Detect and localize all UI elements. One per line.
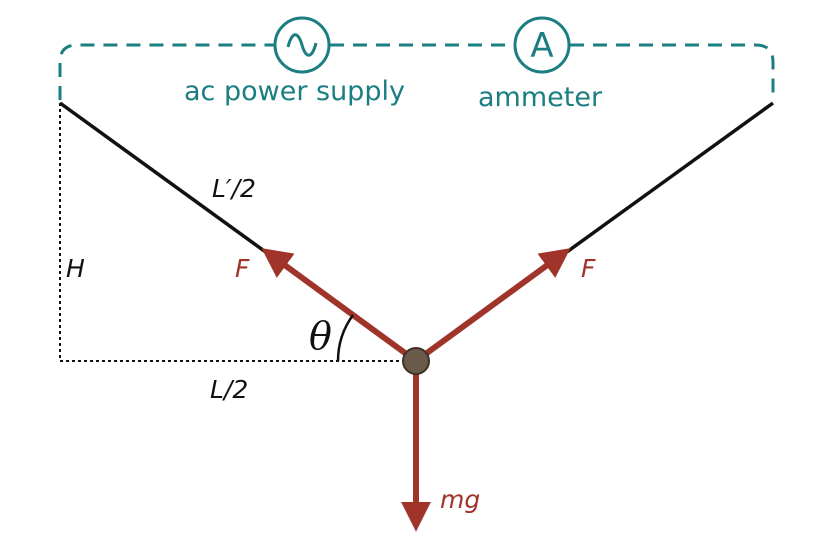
half-separation-label: L/2 xyxy=(210,375,248,404)
force-left-label: F xyxy=(235,254,250,283)
ac-power-supply-label: ac power supply xyxy=(184,76,405,107)
ammeter-symbol: A xyxy=(530,26,553,66)
circuit-dashed-line xyxy=(58,43,775,100)
ac-source-icon xyxy=(273,16,331,74)
tension-arrow-right xyxy=(414,248,571,364)
force-right-label: F xyxy=(581,254,596,283)
ammeter-icon: A xyxy=(513,16,571,74)
angle-label: θ xyxy=(309,314,332,358)
weight-label: mg xyxy=(440,485,480,514)
tension-arrow-left xyxy=(261,248,418,364)
height-label: H xyxy=(66,254,85,283)
half-wire-length-label: L′/2 xyxy=(212,174,256,203)
angle-arc xyxy=(336,314,355,362)
hanging-mass xyxy=(402,347,430,375)
ammeter-label: ammeter xyxy=(478,82,603,113)
